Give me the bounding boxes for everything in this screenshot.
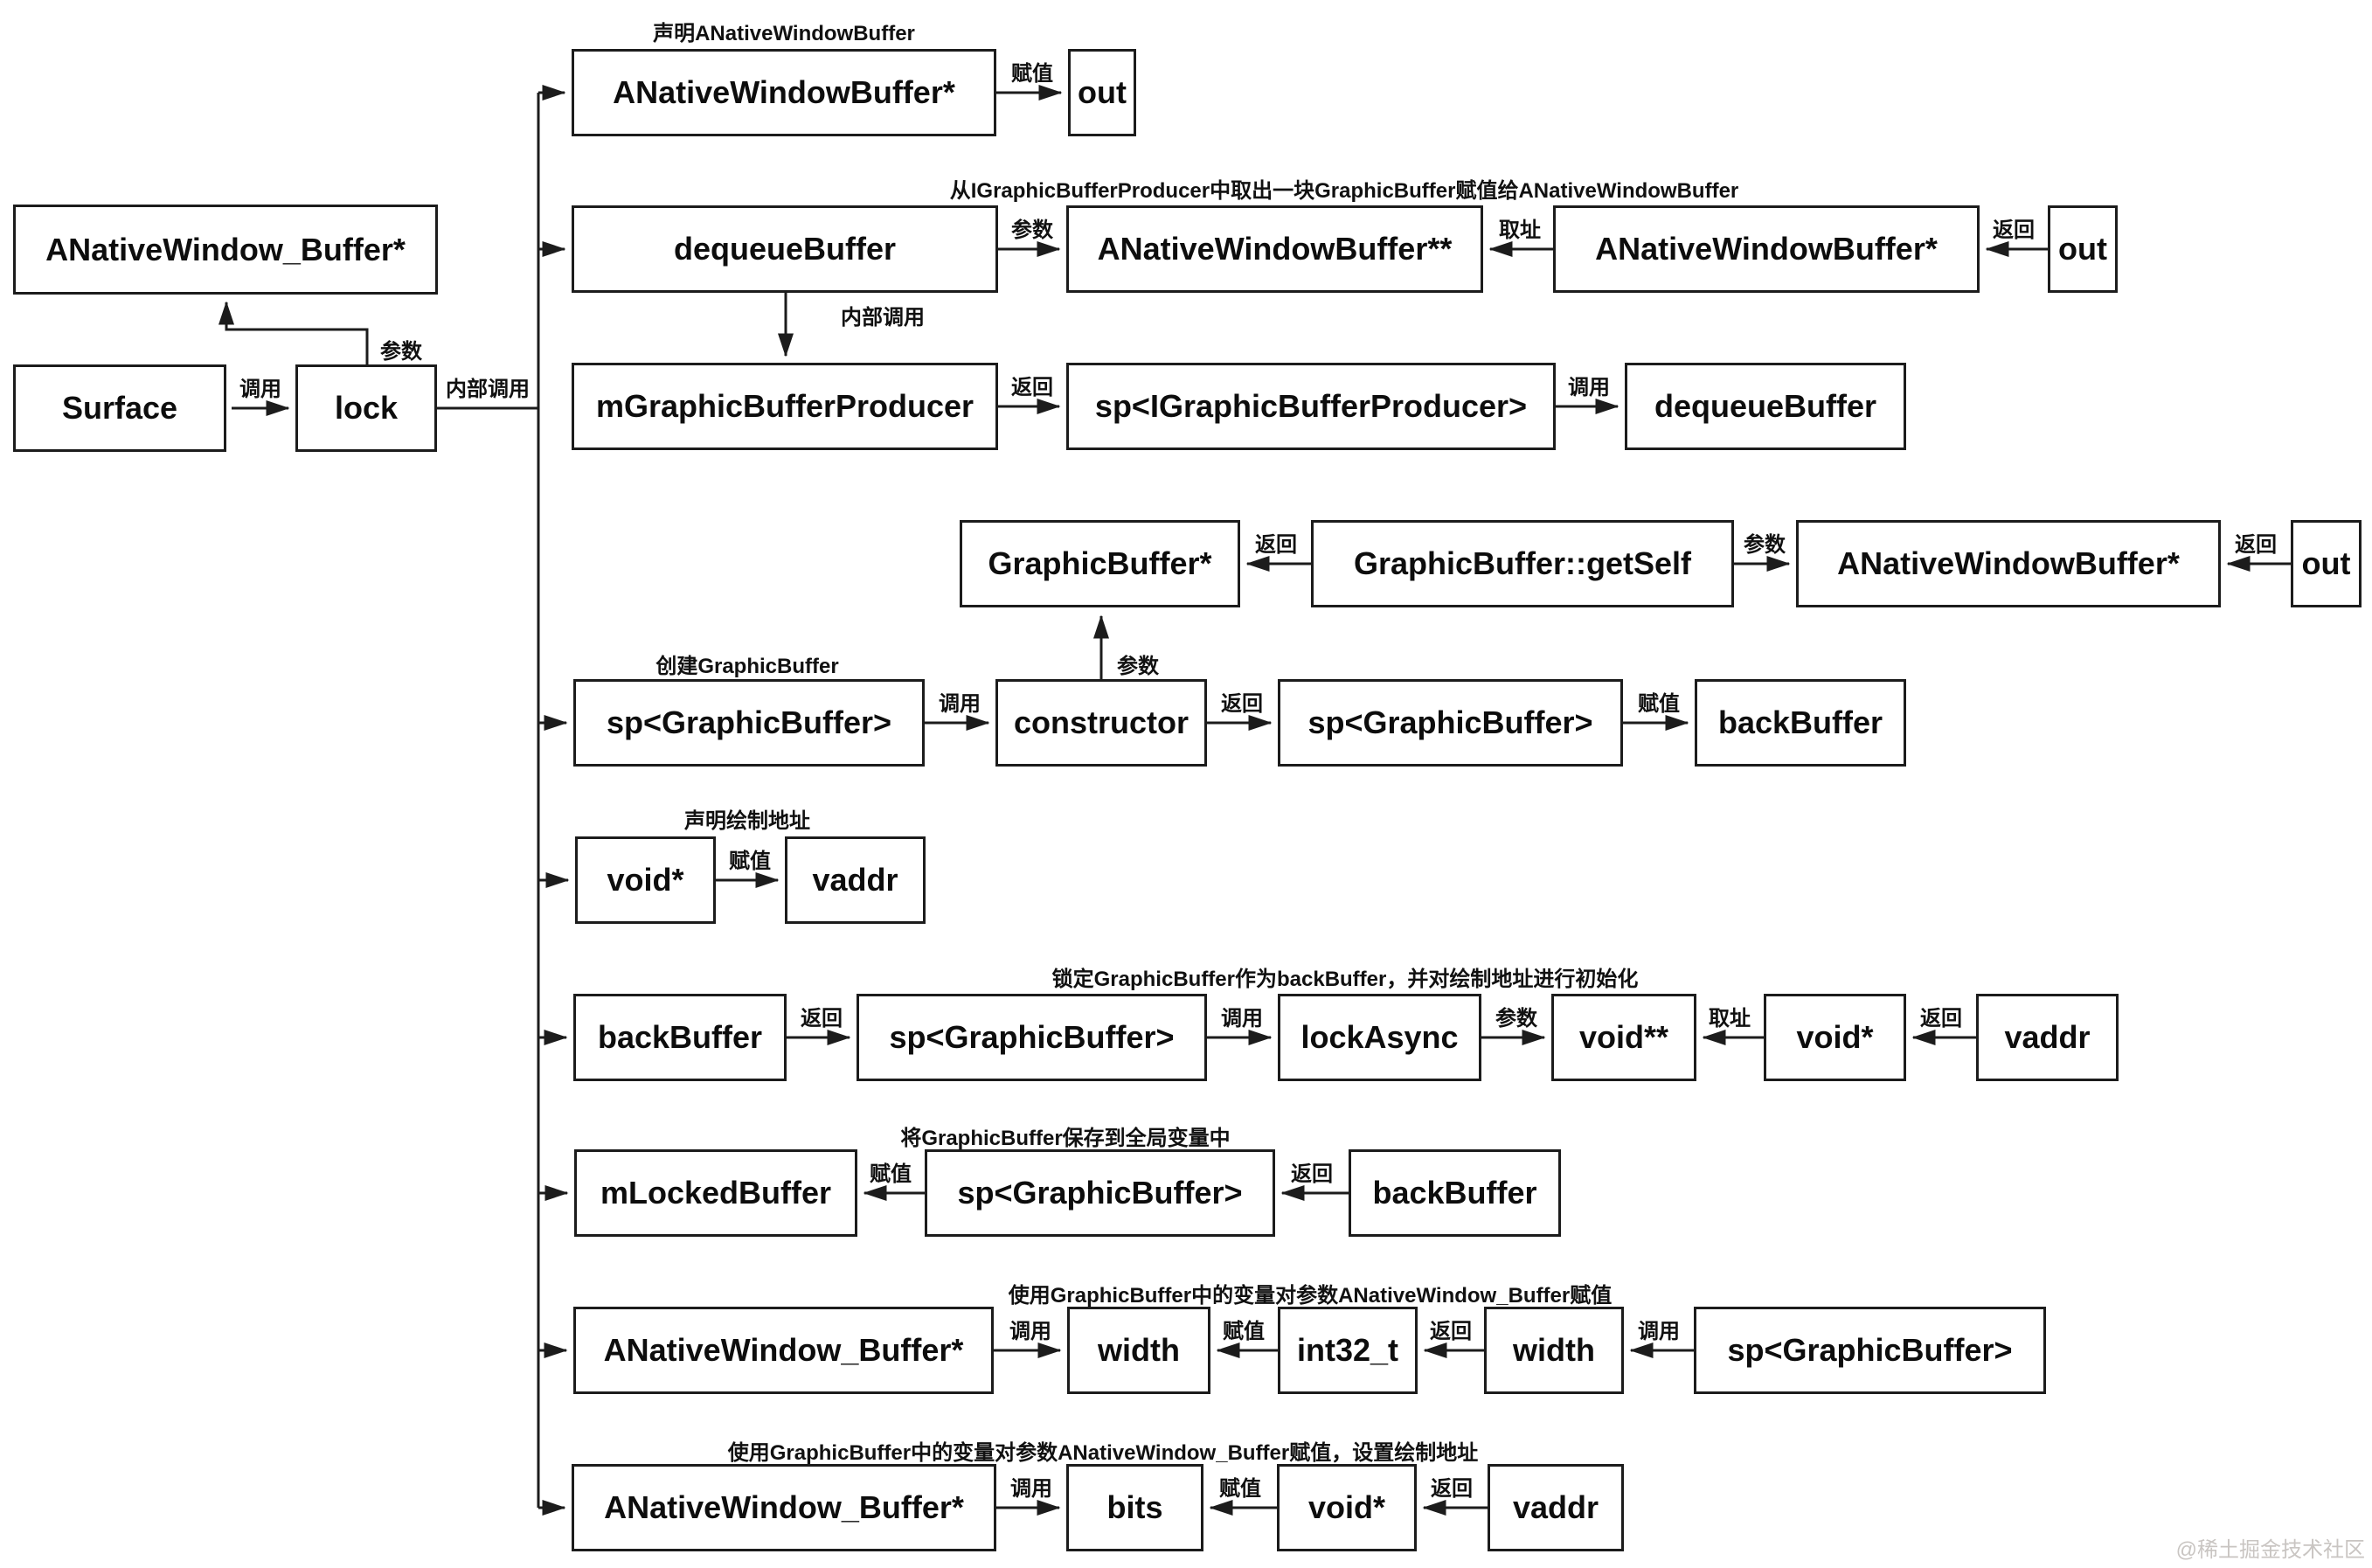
node-r7-sp-graphicbuffer: sp<GraphicBuffer> <box>857 994 1207 1081</box>
node-r1-out: out <box>1068 49 1136 136</box>
node-r8-sp-graphicbuffer: sp<GraphicBuffer> <box>925 1149 1275 1237</box>
label-call-r7: 调用 <box>1221 1007 1263 1030</box>
label-assign-r5: 赋值 <box>1638 692 1680 716</box>
label-param-r4: 参数 <box>1744 533 1786 557</box>
label-internal-call-dequeue: 内部调用 <box>841 306 925 330</box>
node-r3-sp-igraphicbufferproducer: sp<IGraphicBufferProducer> <box>1066 363 1556 450</box>
label-return-r7-a: 返回 <box>801 1007 843 1030</box>
label-param-constructor: 参数 <box>1117 655 1159 678</box>
title-lock-graphicbuffer: 锁定GraphicBuffer作为backBuffer，并对绘制地址进行初始化 <box>1051 968 1639 991</box>
label-param-lock-buffer: 参数 <box>380 340 422 364</box>
node-r9-sp-graphicbuffer: sp<GraphicBuffer> <box>1694 1307 2046 1394</box>
node-r6-vaddr: vaddr <box>785 836 926 924</box>
node-r6-void-ptr: void* <box>575 836 716 924</box>
node-r4-graphicbuffer-getself: GraphicBuffer::getSelf <box>1311 520 1734 607</box>
node-r3-dequeuebuffer: dequeueBuffer <box>1625 363 1906 450</box>
node-r10-anativewindow-buffer: ANativeWindow_Buffer* <box>572 1464 996 1551</box>
node-r7-void-ptr: void* <box>1764 994 1906 1081</box>
label-internal-call-lock: 内部调用 <box>446 378 530 401</box>
label-return-r4-right: 返回 <box>2235 533 2277 557</box>
label-assign-r10: 赋值 <box>1219 1477 1261 1501</box>
title-assign-bits: 使用GraphicBuffer中的变量对参数ANativeWindow_Buff… <box>727 1441 1479 1465</box>
node-r7-lockasync: lockAsync <box>1278 994 1481 1081</box>
label-assign-r8: 赋值 <box>870 1162 912 1186</box>
label-return-r10: 返回 <box>1431 1477 1473 1501</box>
juejin-watermark: @稀土掘金技术社区 <box>2175 1538 2365 1562</box>
node-r1-anativewindowbuffer: ANativeWindowBuffer* <box>572 49 996 136</box>
node-r10-void-ptr: void* <box>1277 1464 1417 1551</box>
node-r5-sp-graphicbuffer-b: sp<GraphicBuffer> <box>1278 679 1623 767</box>
label-addrof-r7: 取址 <box>1709 1007 1751 1030</box>
node-r2-anativewindowbuffer-pp: ANativeWindowBuffer** <box>1066 205 1483 293</box>
node-r4-out: out <box>2291 520 2362 607</box>
label-call-r3: 调用 <box>1568 376 1610 399</box>
node-r7-vaddr: vaddr <box>1976 994 2119 1081</box>
node-r8-backbuffer: backBuffer <box>1349 1149 1561 1237</box>
label-param-r2: 参数 <box>1011 219 1053 242</box>
node-r5-constructor: constructor <box>995 679 1207 767</box>
label-return-r7-b: 返回 <box>1920 1007 1962 1030</box>
node-r2-anativewindowbuffer: ANativeWindowBuffer* <box>1553 205 1980 293</box>
node-r10-bits: bits <box>1066 1464 1203 1551</box>
label-return-r2: 返回 <box>1993 219 2035 242</box>
label-call-r10: 调用 <box>1010 1477 1052 1501</box>
node-r9-anativewindow-buffer: ANativeWindow_Buffer* <box>573 1307 994 1394</box>
label-return-r5: 返回 <box>1221 692 1263 716</box>
node-r2-out: out <box>2048 205 2118 293</box>
label-call-r9-b: 调用 <box>1638 1320 1680 1343</box>
node-r2-dequeuebuffer: dequeueBuffer <box>572 205 998 293</box>
node-r9-int32: int32_t <box>1278 1307 1418 1394</box>
title-declare-draw-address: 声明绘制地址 <box>684 809 810 833</box>
label-call-surface-lock: 调用 <box>239 378 281 401</box>
title-dequeue-graphicbuffer: 从IGraphicBufferProducer中取出一块GraphicBuffe… <box>949 179 1739 203</box>
label-return-r9: 返回 <box>1430 1320 1472 1343</box>
node-r4-anativewindowbuffer: ANativeWindowBuffer* <box>1796 520 2221 607</box>
node-r9-width-a: width <box>1067 1307 1210 1394</box>
label-call-r5: 调用 <box>939 692 981 716</box>
label-param-r7: 参数 <box>1495 1007 1537 1030</box>
label-return-r4-left: 返回 <box>1255 533 1297 557</box>
node-r3-mgraphicbufferproducer: mGraphicBufferProducer <box>572 363 998 450</box>
node-r8-mlockedbuffer: mLockedBuffer <box>574 1149 857 1237</box>
node-r4-graphicbuffer-ptr: GraphicBuffer* <box>960 520 1240 607</box>
node-r5-sp-graphicbuffer-a: sp<GraphicBuffer> <box>573 679 925 767</box>
title-assign-width: 使用GraphicBuffer中的变量对参数ANativeWindow_Buff… <box>1008 1284 1613 1308</box>
node-anativewindow-buffer-param: ANativeWindow_Buffer* <box>13 205 438 295</box>
node-lock: lock <box>295 364 437 452</box>
title-declare-anativewindowbuffer: 声明ANativeWindowBuffer <box>653 22 915 45</box>
label-assign-r9: 赋值 <box>1223 1320 1265 1343</box>
label-call-r9-a: 调用 <box>1009 1320 1051 1343</box>
node-r5-backbuffer: backBuffer <box>1695 679 1906 767</box>
label-assign-r6: 赋值 <box>729 850 771 873</box>
node-surface: Surface <box>13 364 226 452</box>
node-r10-vaddr: vaddr <box>1488 1464 1624 1551</box>
label-assign-r1: 赋值 <box>1011 62 1053 86</box>
node-r9-width-b: width <box>1484 1307 1624 1394</box>
title-create-graphicbuffer: 创建GraphicBuffer <box>655 655 839 678</box>
label-return-r3: 返回 <box>1011 376 1053 399</box>
node-r7-backbuffer: backBuffer <box>573 994 787 1081</box>
node-r7-void-pp: void** <box>1551 994 1696 1081</box>
label-addrof-r2: 取址 <box>1499 219 1541 242</box>
label-return-r8: 返回 <box>1291 1162 1333 1186</box>
title-save-graphicbuffer-global: 将GraphicBuffer保存到全局变量中 <box>900 1127 1231 1150</box>
